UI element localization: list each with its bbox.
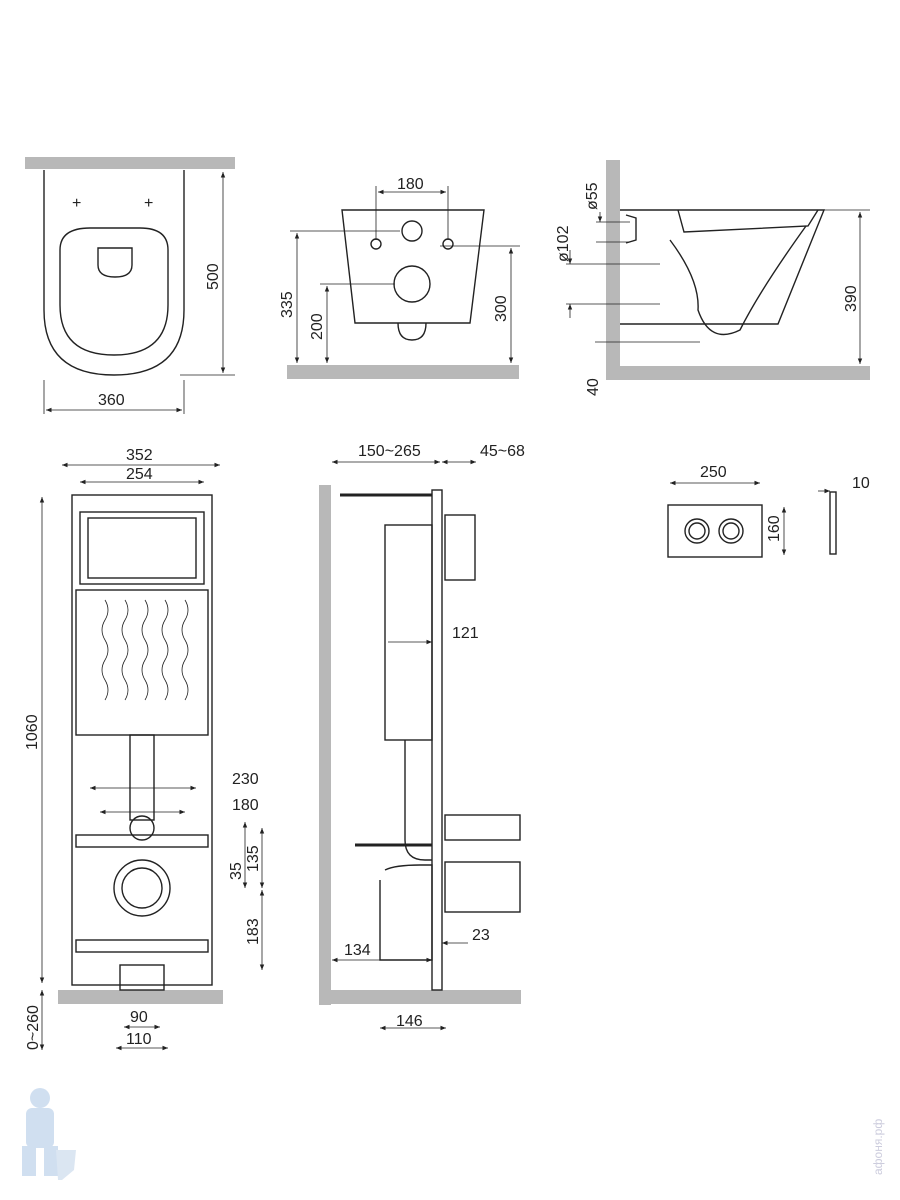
svg-text:+: + bbox=[72, 195, 81, 212]
dim-drain-inner: 90 bbox=[130, 1009, 148, 1026]
dim-drain-outer: 110 bbox=[126, 1031, 152, 1048]
dim-offset-inlet: 135 bbox=[245, 845, 262, 872]
dim-wall-distance: 150~265 bbox=[358, 443, 421, 460]
dim-base-depth: 146 bbox=[396, 1013, 423, 1030]
dim-outlet-diameter: ø102 bbox=[555, 225, 572, 262]
toilet-front-view: 180 335 200 300 bbox=[279, 176, 520, 379]
dim-bowl-height: 300 bbox=[493, 295, 510, 322]
dim-drain-offset: 134 bbox=[344, 942, 371, 959]
dim-frame-bolt-spacing: 180 bbox=[232, 797, 259, 814]
dim-plate-width: 250 bbox=[700, 464, 727, 481]
dim-leg-adjust: 0~260 bbox=[25, 1005, 42, 1050]
svg-text:+: + bbox=[144, 195, 153, 212]
dim-frame-inner-width: 254 bbox=[126, 466, 153, 483]
plumber-mascot-logo bbox=[22, 1088, 76, 1180]
watermark: афоня.рф bbox=[871, 1119, 885, 1175]
dim-frame-width: 352 bbox=[126, 447, 153, 464]
dim-tank-depth: 121 bbox=[452, 625, 479, 642]
dim-bolt-spacing: 180 bbox=[397, 176, 424, 193]
dim-flush-depth: 45~68 bbox=[480, 443, 525, 460]
dim-outlet-height: 200 bbox=[309, 313, 326, 340]
toilet-side-view: ø55 ø102 40 390 bbox=[555, 160, 870, 396]
dim-bracket-span: 230 bbox=[232, 771, 259, 788]
dim-depth: 500 bbox=[205, 263, 222, 290]
dim-plate-height: 160 bbox=[766, 515, 783, 542]
frame-side-view: 150~265 45~68 121 134 23 146 bbox=[319, 443, 525, 1031]
dim-floor-gap: 40 bbox=[585, 378, 602, 396]
dim-inlet-height: 335 bbox=[279, 291, 296, 318]
dim-frame-offset: 23 bbox=[472, 927, 490, 944]
dim-offset-small: 35 bbox=[228, 862, 245, 880]
dim-inlet-diameter: ø55 bbox=[584, 182, 601, 210]
toilet-top-view: + + 500 360 bbox=[25, 157, 235, 414]
dim-mount-height: 390 bbox=[843, 285, 860, 312]
dim-width: 360 bbox=[98, 392, 125, 409]
dim-frame-height: 1060 bbox=[24, 714, 41, 750]
dim-plate-thickness: 10 bbox=[852, 475, 870, 492]
frame-front-view: 352 254 1060 230 180 35 135 183 0~260 90… bbox=[24, 447, 265, 1051]
flush-plate: 250 160 10 bbox=[667, 464, 870, 558]
dim-frame-outlet-height: 183 bbox=[245, 918, 262, 945]
